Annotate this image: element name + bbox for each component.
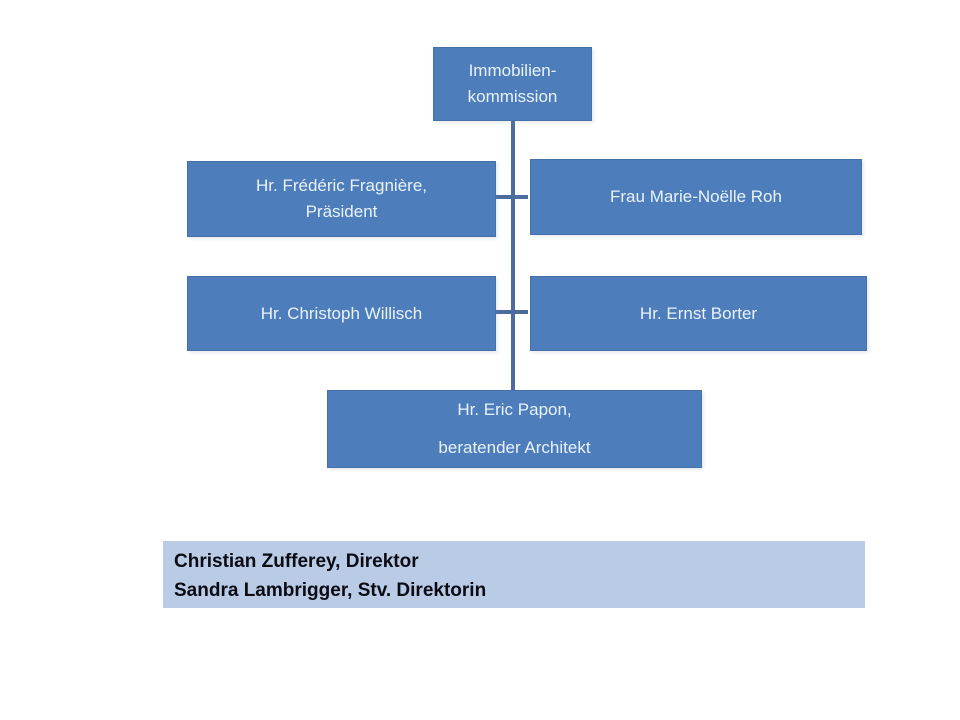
org-node-label-line1: Hr. Frédéric Fragnière, — [256, 176, 427, 195]
connector-row2-line — [496, 195, 528, 199]
org-node-ernst-borter: Hr. Ernst Borter — [530, 276, 867, 351]
management-line-direktor: Christian Zufferey, Direktor — [174, 551, 419, 572]
org-node-label-line2: beratender Architekt — [438, 438, 591, 457]
org-node-label-line2: Präsident — [305, 202, 378, 221]
org-node-marie-noelle-roh: Frau Marie-Noëlle Roh — [530, 159, 862, 235]
org-node-christoph-willisch: Hr. Christoph Willisch — [187, 276, 496, 351]
org-node-label-line1: Immobilien- — [468, 61, 557, 80]
org-node-label-line2: kommission — [467, 87, 558, 106]
org-node-label-line1: Hr. Eric Papon, — [457, 400, 572, 419]
org-node-immobilienkommission: Immobilien- kommission — [433, 47, 592, 121]
org-node-label-line1: Hr. Ernst Borter — [639, 303, 758, 323]
connector-vertical-line — [511, 121, 515, 390]
org-node-fragniere-praesident: Hr. Frédéric Fragnière, Präsident — [187, 161, 496, 237]
org-node-label-line1: Frau Marie-Noëlle Roh — [610, 187, 782, 206]
org-node-label-line1: Hr. Christoph Willisch — [260, 303, 423, 323]
org-node-eric-papon-architekt: Hr. Eric Papon, beratender Architekt — [327, 390, 702, 468]
connector-row3-line — [496, 310, 528, 314]
management-line-stv-direktorin: Sandra Lambrigger, Stv. Direktorin — [174, 580, 487, 601]
management-bar: Christian Zufferey, Direktor Sandra Lamb… — [163, 541, 865, 608]
